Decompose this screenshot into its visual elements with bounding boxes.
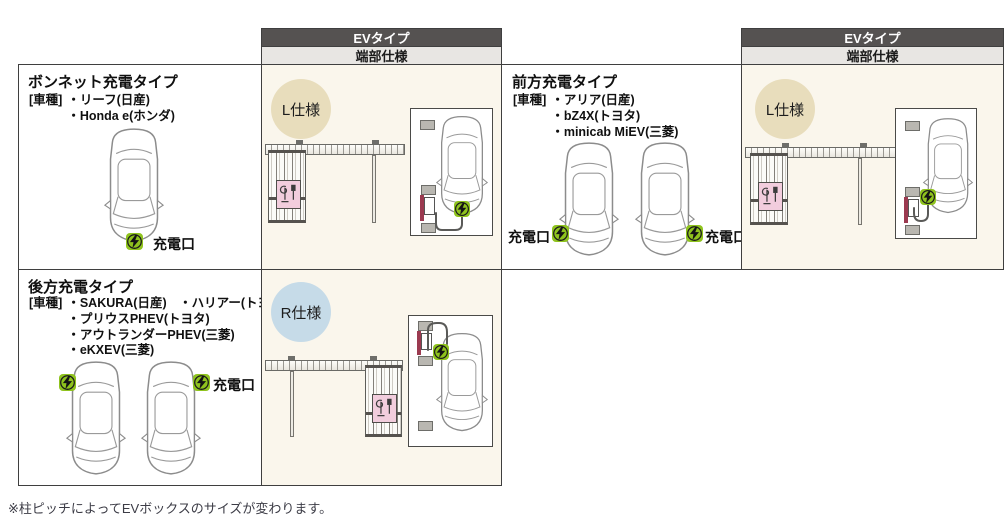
r-spec-badge: R仕様 [271,282,331,342]
vehicle-type-label: [車種] [29,93,63,107]
roof-bracket [372,140,379,144]
charge-port-icon [193,374,210,391]
charging-cable [435,209,463,231]
charger-red-rail [417,331,421,355]
rear-type-cell: 後方充電タイプ [車種] ・SAKURA(日産) ・ハリアー(トヨタ) ・プリウ… [18,269,287,486]
charger-bracket [905,187,920,197]
post-marker [420,120,435,130]
model-item: ・アリア(日産) [551,93,635,107]
model-item: ・プリウスPHEV(トヨタ) [67,311,210,326]
charger-bracket [418,321,433,331]
roof-beam [265,144,405,155]
charger-bracket [421,185,436,195]
roof-bracket [370,356,377,360]
l-spec-badge: L仕様 [271,79,331,139]
rear-type-title: 後方充電タイプ [28,279,134,296]
support-post [858,158,862,225]
ev-box-sign [372,394,397,423]
charge-port-icon [454,201,470,217]
vehicle-type-label: [車種] [513,93,547,107]
ev-type-header-left: EVタイプ [261,28,502,47]
roof-bracket [288,356,295,360]
model-item: ・アウトランダーPHEV(三菱) [67,327,235,342]
ev-type-header-right: EVタイプ [741,28,1004,47]
footnote: ※柱ピッチによってEVボックスのサイズが変わります。 [8,501,333,516]
bonnet-model-list: [車種] ・リーフ(日産) ・Honda e(ホンダ) [29,93,175,125]
charge-port-icon [126,233,143,250]
post-marker [418,421,433,431]
edge-spec-header-right: 端部仕様 [741,46,1004,65]
r-spec-cell: R仕様 [261,269,502,486]
support-post [372,155,376,223]
charger-outlet [421,333,432,350]
rear-model-list: [車種] ・SAKURA(日産) ・ハリアー(トヨタ) ・プリウスPHEV(トヨ… [29,296,287,359]
parking-plan-drawing [408,315,493,447]
bonnet-type-cell: ボンネット充電タイプ [車種] ・リーフ(日産) ・Honda e(ホンダ) 充… [18,64,262,270]
l-spec-badge: L仕様 [755,79,815,139]
vehicle-type-label: [車種] [29,296,63,310]
front-model-list: [車種] ・アリア(日産) ・bZ4X(トヨタ) ・minicab MiEV(三… [513,93,678,140]
ev-box [268,150,306,223]
charger-outlet [424,197,435,215]
front-type-title: 前方充電タイプ [512,74,618,91]
charge-port-icon [552,225,569,242]
l-spec-cell-left: L仕様 [261,64,502,270]
charger-red-rail [420,195,424,221]
charge-port-label: 充電口 [153,236,195,252]
edge-spec-header-left: 端部仕様 [261,46,502,65]
ev-box [750,153,788,225]
charge-port-icon [433,344,449,360]
roof-bracket [782,143,789,147]
charging-cable [913,203,929,223]
charger-bracket [421,223,436,233]
charger-bracket [418,356,433,366]
charge-port-label: 充電口 [508,229,550,245]
charge-port-icon [920,189,936,205]
model-item: ・minicab MiEV(三菱) [551,124,679,139]
charge-port-label: 充電口 [213,377,255,393]
roof-beam [265,360,403,371]
post-marker [905,121,920,131]
car-top-view-icon [103,127,165,244]
front-type-cell: 前方充電タイプ [車種] ・アリア(日産) ・bZ4X(トヨタ) ・minica… [501,64,747,270]
l-spec-cell-right: L仕様 [741,64,1004,270]
charge-port-label: 充電口 [705,229,747,245]
ev-box [365,365,402,437]
model-item: ・SAKURA(日産) ・ハリアー(トヨタ) [67,296,287,310]
charge-port-icon [59,374,76,391]
parking-plan-drawing [410,108,493,236]
charge-port-icon [686,225,703,242]
charger-bracket [905,225,920,235]
roof-bracket [860,143,867,147]
model-item: ・eKXEV(三菱) [67,343,155,358]
roof-bracket [296,140,303,144]
bonnet-type-title: ボンネット充電タイプ [28,74,178,91]
model-item: ・リーフ(日産) [67,93,150,107]
charger-red-rail [904,197,908,223]
support-post [290,371,294,437]
model-item: ・Honda e(ホンダ) [67,108,175,123]
ev-box-sign [758,182,783,211]
charging-cable [427,322,448,351]
model-item: ・bZ4X(トヨタ) [551,108,641,123]
ev-box-sign [276,180,301,209]
parking-plan-drawing [895,108,977,239]
